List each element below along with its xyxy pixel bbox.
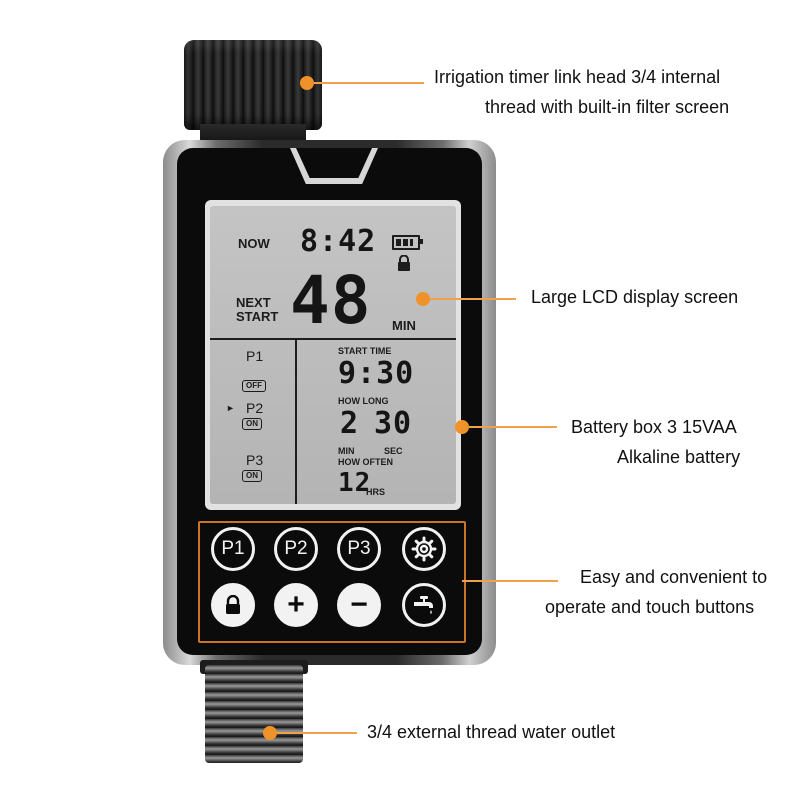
minus-button-label: −: [350, 588, 368, 621]
gear-icon: [411, 536, 437, 562]
buttons-callout-line1: Easy and convenient to: [580, 567, 768, 587]
inlet-callout-line1: Irrigation timer link head 3/4 internal: [434, 67, 721, 87]
lcd-callout-dot: [416, 292, 430, 306]
battery-callout-line2: Alkaline battery: [617, 447, 741, 467]
body-notch-inner: [296, 148, 372, 178]
lock-icon: [226, 595, 240, 614]
now-label: NOW: [238, 236, 270, 251]
how-often-label: HOW OFTEN: [338, 457, 393, 467]
outlet-callout-line: [277, 732, 357, 734]
lcd-screen: [210, 206, 456, 504]
next-start-unit: MIN: [392, 318, 416, 333]
next-start-value: 48: [290, 262, 372, 339]
battery-callout-line: [469, 426, 557, 428]
how-often-unit: HRS: [366, 487, 386, 497]
start-time-value: 9:30: [338, 356, 415, 391]
buttons-callout-line: [462, 580, 558, 582]
lcd-callout: Large LCD display screen: [531, 282, 738, 312]
buttons-callout: Easy and convenient to operate and touch…: [545, 562, 767, 622]
p3-button-label: P3: [347, 538, 371, 559]
next-label: NEXT: [236, 295, 271, 310]
lock-button[interactable]: [211, 583, 255, 627]
p1-button-label: P1: [221, 538, 245, 559]
minus-button[interactable]: −: [337, 583, 381, 627]
program-2-label: P2: [246, 400, 264, 416]
program-2-state: ON: [242, 418, 262, 430]
selected-program-marker: ►: [226, 403, 235, 413]
next-start-label: NEXT START: [236, 296, 278, 324]
how-long-minutes: 2: [340, 406, 360, 441]
lcd-callout-line1: Large LCD display screen: [531, 287, 739, 307]
program-3-label: P3: [246, 452, 264, 468]
inlet-cap: [184, 40, 322, 130]
lock-icon: [398, 255, 410, 271]
buttons-callout-line2: operate and touch buttons: [545, 597, 755, 617]
p3-button[interactable]: P3: [337, 527, 381, 571]
battery-callout-dot: [455, 420, 469, 434]
outlet-callout-dot: [263, 726, 277, 740]
battery-callout-line1: Battery box 3 15VAA: [571, 417, 737, 437]
p2-button-label: P2: [284, 538, 308, 559]
now-time: 8:42: [300, 224, 377, 259]
plus-button[interactable]: +: [274, 583, 318, 627]
outlet-callout: 3/4 external thread water outlet: [367, 717, 615, 747]
faucet-icon: [414, 596, 433, 614]
inlet-callout-line2: thread with built-in filter screen: [485, 97, 730, 117]
how-often-value: 12: [338, 468, 372, 498]
lcd-divider-vertical: [295, 338, 297, 504]
plus-button-label: +: [287, 588, 305, 621]
lcd-callout-line: [430, 298, 516, 300]
how-long-seconds: 30: [374, 406, 413, 441]
lcd-divider-horizontal: [210, 338, 456, 340]
program-1-label: P1: [246, 348, 264, 364]
outlet-thread: [205, 665, 303, 763]
p1-button[interactable]: P1: [211, 527, 255, 571]
battery-callout: Battery box 3 15VAA Alkaline battery: [571, 412, 740, 472]
inlet-callout-dot: [300, 76, 314, 90]
button-panel: [198, 521, 466, 643]
start-label: START: [236, 309, 279, 324]
inlet-callout: Irrigation timer link head 3/4 internal …: [434, 62, 729, 122]
p2-button[interactable]: P2: [274, 527, 318, 571]
seconds-label: SEC: [384, 446, 403, 456]
settings-button[interactable]: [402, 527, 446, 571]
manual-water-button[interactable]: [402, 583, 446, 627]
minutes-label: MIN: [338, 446, 355, 456]
how-long-label: HOW LONG: [338, 396, 389, 406]
battery-icon: [392, 235, 423, 250]
program-3-state: ON: [242, 470, 262, 482]
start-time-label: START TIME: [338, 346, 392, 356]
outlet-callout-line1: 3/4 external thread water outlet: [367, 722, 616, 742]
program-1-state: OFF: [242, 380, 266, 392]
inlet-callout-line: [314, 82, 424, 84]
